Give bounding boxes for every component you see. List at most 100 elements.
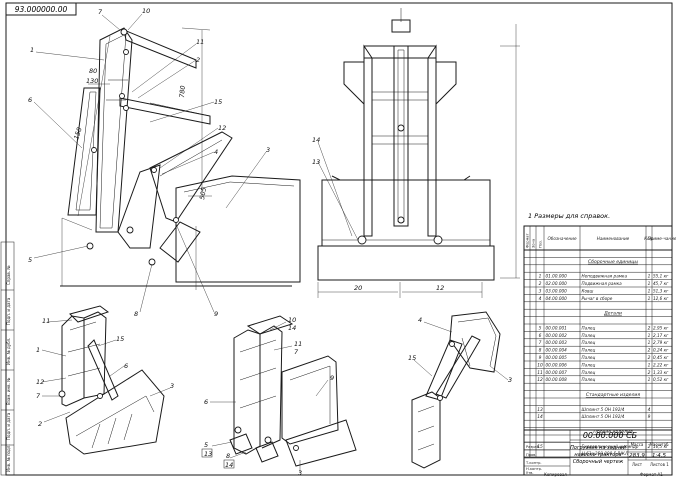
iso-view-middle: 10 14 11 7 6 9 5 13 8 14 3 bbox=[201, 315, 357, 477]
stamp-sheet: Лист bbox=[632, 462, 643, 467]
spec-s1-r0-pos: 5 bbox=[539, 325, 542, 331]
strip-label-3: Инв. № дубл. bbox=[6, 338, 11, 365]
spec-s1-r5-name: Палец bbox=[582, 362, 596, 367]
spec-s1-r3-pos: 8 bbox=[539, 348, 542, 354]
callout-10: 10 bbox=[142, 7, 150, 15]
iso-left-callout-11: 11 bbox=[42, 317, 50, 325]
spec-s0-r2-qty: 1 bbox=[648, 288, 651, 294]
strip-label-6: Инв. № подл. bbox=[6, 444, 11, 472]
spec-section-title-2: Стандартные изделия bbox=[586, 392, 641, 398]
iso-right-callout-3: 3 bbox=[508, 376, 512, 384]
iso-mid-callout-14a: 14 bbox=[288, 324, 296, 332]
spec-s1-r6-qty: 2 bbox=[648, 370, 651, 376]
dim-505: 505 bbox=[198, 187, 208, 201]
spec-s0-r3-qty: 1 bbox=[648, 296, 651, 302]
stamp-role-3: Н.контр. bbox=[526, 467, 542, 471]
dim-20: 20 bbox=[354, 284, 362, 292]
title-block: Копировал Формат А1 Разраб. Пров. Т.конт… bbox=[523, 429, 673, 477]
spec-s0-r0-code: 01.00.000 bbox=[546, 274, 568, 279]
spec-s0-r3-code: 04.00.000 bbox=[546, 296, 568, 301]
iso-left-callout-12: 12 bbox=[36, 378, 44, 386]
spec-s1-r4-code: 00.00.005 bbox=[546, 355, 568, 360]
iso-view-left: 11 1 15 12 7 2 6 3 bbox=[36, 305, 174, 455]
callout-4: 4 bbox=[214, 148, 218, 156]
spec-section-title-3: Прочие изделия bbox=[593, 429, 633, 435]
spec-s2-r0-name: Шплинт 5 ОН 192/4 bbox=[582, 407, 625, 412]
spec-s2-r1-qty: 9 bbox=[648, 414, 651, 420]
dim-12: 12 bbox=[436, 284, 444, 292]
iso-right-callout-15: 15 bbox=[408, 354, 416, 362]
callout-7: 7 bbox=[98, 8, 103, 16]
callout-9: 9 bbox=[214, 310, 218, 318]
iso-right-callout-4: 4 bbox=[418, 316, 422, 324]
strip-label-1: Справ. № bbox=[6, 266, 11, 285]
iso-mid-callout-5: 5 bbox=[204, 441, 208, 449]
spec-s2-r0-pos: 13 bbox=[537, 407, 543, 413]
iso-view-right: 4 15 3 bbox=[408, 311, 512, 469]
spec-s1-r3-name: Палец bbox=[582, 348, 596, 353]
spec-s1-r5-note: 2,22 кг bbox=[653, 362, 669, 367]
callout-15: 15 bbox=[214, 98, 222, 106]
spec-header-2: Поз. bbox=[539, 240, 543, 248]
dim-780: 780 bbox=[178, 85, 187, 98]
spec-s1-r2-note: 2,79 кг bbox=[653, 340, 669, 345]
drawing-note: 1 Размеры для справок. bbox=[528, 212, 610, 220]
spec-s1-r3-qty: 2 bbox=[648, 348, 651, 354]
stamp-role-1: Пров. bbox=[526, 453, 536, 457]
iso-mid-callout-14b: 14 bbox=[225, 461, 233, 469]
spec-header-5: Кол. bbox=[644, 236, 654, 241]
spec-body bbox=[523, 249, 673, 458]
callout-2: 2 bbox=[196, 56, 200, 64]
stamp-role-0: Разраб. bbox=[526, 445, 540, 449]
spec-s3-r1-name: Ц 63×250.000.5 ВЖЛ bbox=[582, 451, 629, 456]
strip-label-5: Подп. и дата bbox=[6, 412, 11, 440]
spec-s1-r4-qty: 2 bbox=[648, 355, 651, 361]
iso-mid-callout-8: 8 bbox=[226, 452, 230, 460]
stamp-format: Формат А1 bbox=[640, 472, 663, 477]
spec-s0-r3-pos: 4 bbox=[539, 296, 542, 302]
spec-s1-r5-qty: 1 bbox=[648, 362, 651, 368]
iso-mid-callout-3: 3 bbox=[298, 469, 302, 477]
spec-s1-r6-code: 00.00.007 bbox=[546, 370, 568, 375]
iso-mid-callout-11: 11 bbox=[294, 340, 302, 348]
strip-label-4: Взам. инв. № bbox=[6, 378, 11, 405]
spec-s1-r6-name: Палец bbox=[582, 370, 596, 375]
spec-s1-r0-note: 2,95 кг bbox=[653, 325, 669, 330]
spec-s0-r0-qty: 1 bbox=[648, 274, 651, 280]
spec-s0-r2-pos: 3 bbox=[539, 288, 542, 294]
front-view: 20 12 14 13 bbox=[312, 8, 520, 298]
callout-5: 5 bbox=[28, 256, 32, 264]
callout-8: 8 bbox=[134, 310, 138, 318]
spec-s2-r0-qty: 4 bbox=[648, 407, 651, 413]
spec-s3-r0-pos: 15 bbox=[537, 444, 543, 450]
spec-s1-r5-code: 00.00.006 bbox=[546, 362, 568, 367]
spec-header-0: Формат bbox=[526, 233, 530, 248]
stamp-mass: 283,9 bbox=[629, 453, 645, 459]
stamp-mass-header: Масса bbox=[631, 442, 644, 447]
spec-s1-r7-name: Палец bbox=[582, 377, 596, 382]
spec-s2-r1-pos: 14 bbox=[537, 414, 543, 420]
spec-s1-r2-name: Палец bbox=[582, 340, 596, 345]
stamp-role-2: Т.контр. bbox=[525, 461, 542, 465]
spec-s1-r3-code: 00.00.004 bbox=[546, 348, 568, 353]
spec-s0-r0-pos: 1 bbox=[539, 274, 542, 280]
spec-s3-r0-qty: 2 bbox=[648, 444, 651, 450]
spec-s1-r2-qty: 1 bbox=[648, 340, 651, 346]
spec-header-6: Приме-чание bbox=[648, 236, 676, 241]
spec-s1-r4-pos: 9 bbox=[539, 355, 542, 361]
spec-s0-r3-note: 12,6 кг bbox=[653, 296, 669, 301]
spec-s1-r1-name: Палец bbox=[582, 333, 596, 338]
spec-s1-r2-code: 00.00.003 bbox=[546, 340, 568, 345]
spec-s1-r7-qty: 1 bbox=[648, 377, 651, 383]
spec-s2-r1-name: Шплинт 5 ОН 192/4 bbox=[582, 414, 625, 419]
spec-header-3: Обозначение bbox=[547, 236, 576, 241]
callout-13-front: 13 bbox=[312, 158, 320, 166]
spec-s0-r2-code: 03.00.000 bbox=[546, 288, 568, 293]
spec-s1-r1-code: 00.00.002 bbox=[546, 333, 568, 338]
doc-code-top: 93.000000.00 bbox=[15, 5, 68, 14]
iso-mid-callout-6: 6 bbox=[204, 398, 208, 406]
iso-left-callout-15: 15 bbox=[116, 335, 124, 343]
